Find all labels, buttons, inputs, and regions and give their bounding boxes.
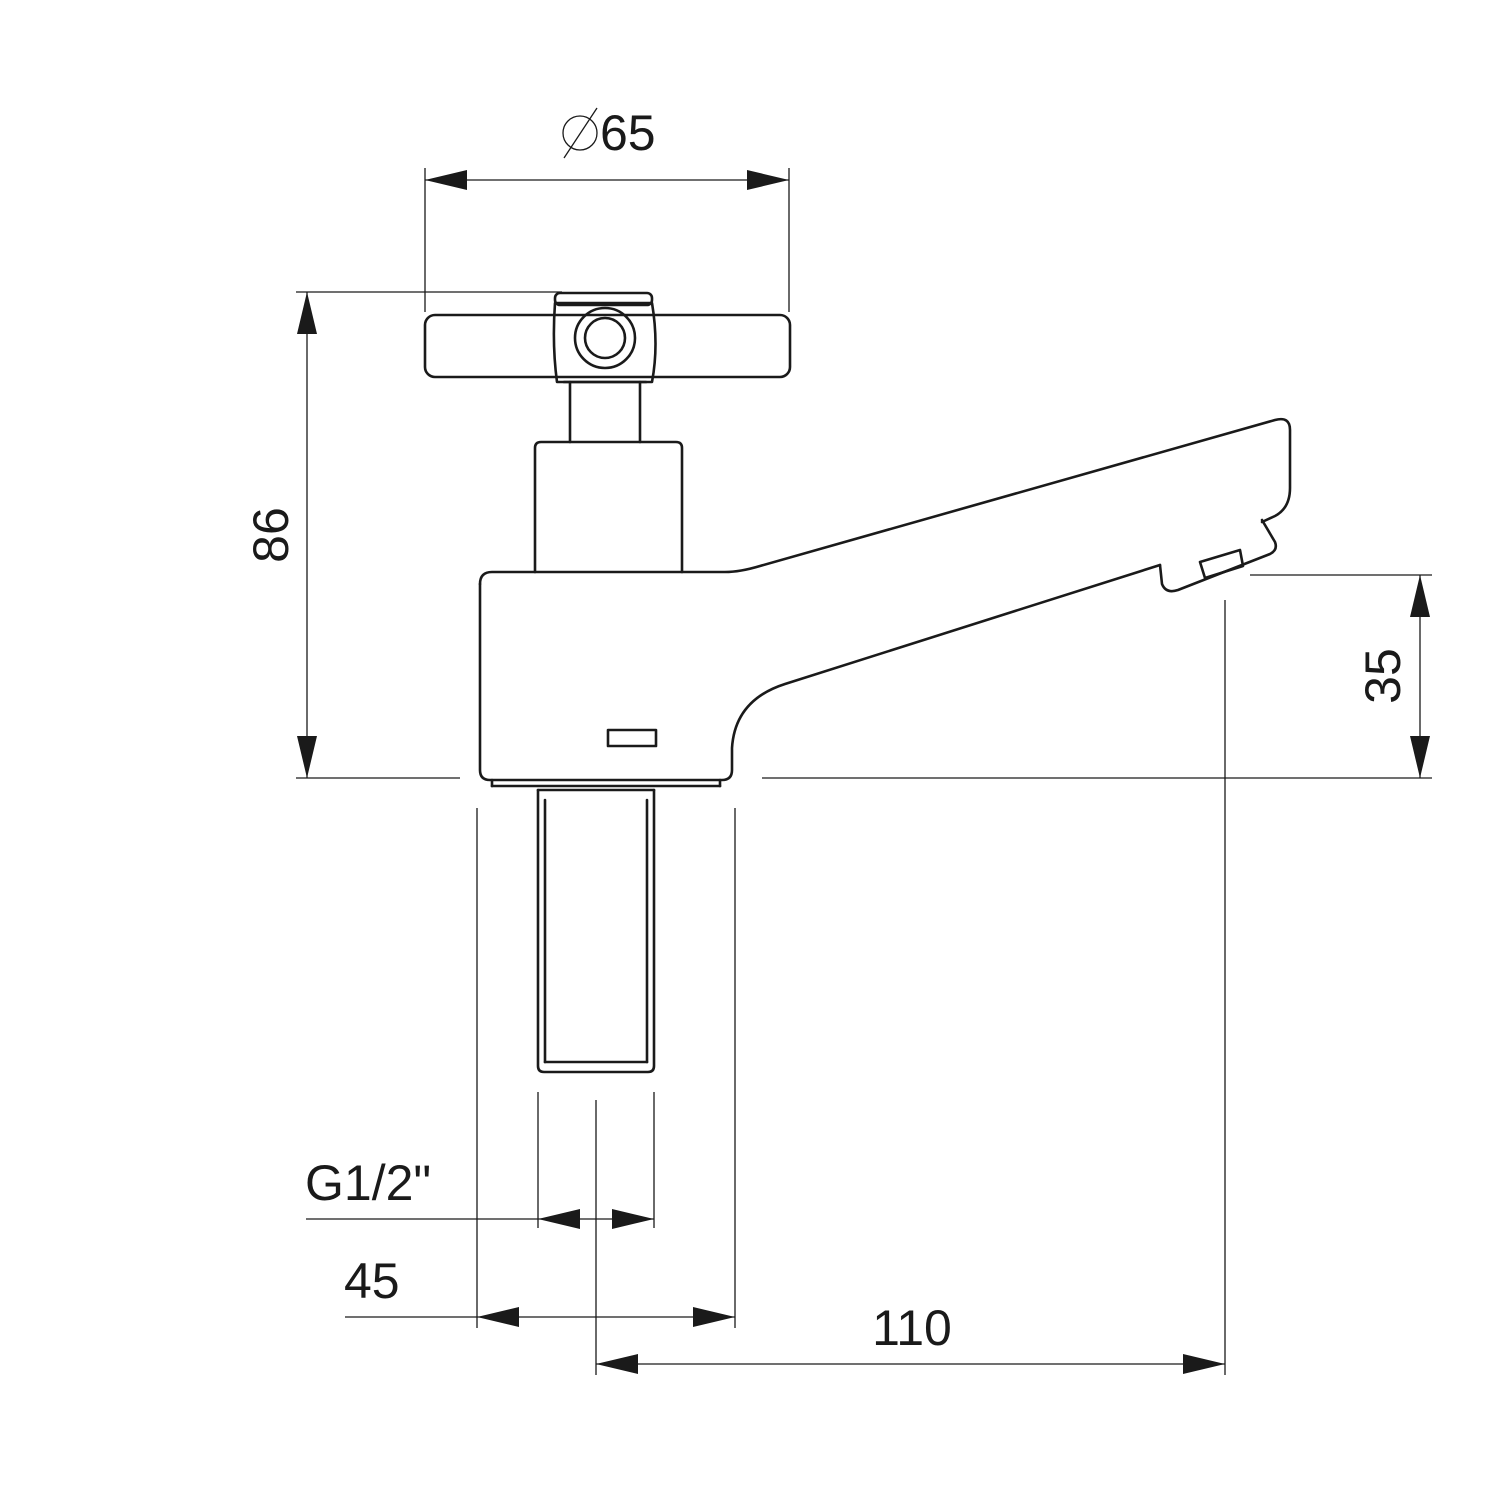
diameter-symbol-icon (562, 107, 598, 159)
handle-diameter-dimension: 65 (424, 105, 790, 312)
valve-bonnet (533, 440, 684, 574)
thread-size-value: G1/2" (305, 1155, 431, 1211)
handle-diameter-value: 65 (600, 105, 656, 161)
total-height-dimension: 86 (243, 291, 562, 779)
spout-height-dimension: 35 (762, 574, 1432, 779)
faucet-outline (423, 291, 1292, 1074)
cross-handle (423, 291, 792, 444)
faucet-body-spout (478, 417, 1292, 788)
base-width-value: 45 (344, 1253, 400, 1309)
spout-reach-dimension: 110 (595, 600, 1226, 1375)
base-width-dimension: 45 (344, 808, 736, 1328)
thread-size-dimension: G1/2" (305, 1092, 655, 1229)
total-height-value: 86 (243, 507, 299, 563)
spout-reach-value: 110 (872, 1300, 952, 1356)
threaded-connector (536, 788, 656, 1074)
spout-height-value: 35 (1355, 648, 1411, 704)
